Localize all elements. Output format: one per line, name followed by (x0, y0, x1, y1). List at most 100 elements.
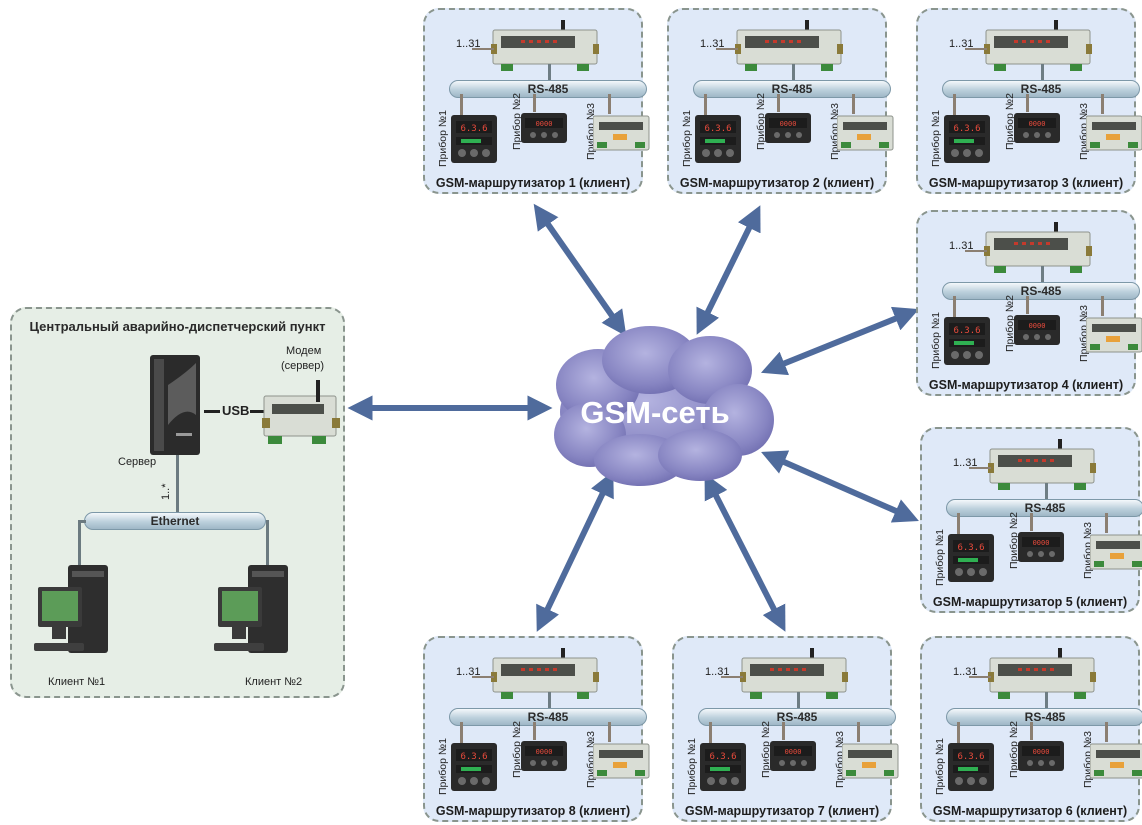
ethernet-bus: Ethernet (84, 512, 266, 530)
router-module-icon (491, 20, 601, 72)
arrow-router-8 (536, 471, 614, 632)
device-1-label: Прибор №1 (437, 110, 449, 167)
device-1-drop (460, 94, 463, 118)
svg-text:0000: 0000 (1033, 748, 1050, 756)
svg-text:6.3.6: 6.3.6 (957, 752, 984, 762)
router-bus-link (1041, 64, 1044, 84)
device-3-module-icon (836, 112, 895, 152)
device-2-drop (1030, 513, 1033, 531)
device-2-drop (782, 722, 785, 740)
svg-text:0000: 0000 (1029, 322, 1046, 330)
rs485-bus: RS-485 (449, 80, 647, 98)
device-3-drop (1105, 513, 1108, 533)
router-panel-6: 1..31 RS-485 Прибор №1 Прибор №2 Прибор … (920, 636, 1142, 822)
usb-cable-2 (250, 410, 264, 413)
rs485-bus: RS-485 (449, 708, 647, 726)
device-1-drop (460, 722, 463, 746)
device-1-meter-icon: 6.3.6 (944, 115, 992, 165)
router-module-icon (984, 20, 1094, 72)
device-1-drop (953, 94, 956, 118)
ethernet-drop-2 (266, 520, 269, 568)
router-panel-3: 1..31 RS-485 Прибор №1 Прибор №2 Прибор … (916, 8, 1142, 194)
device-2-drop (533, 722, 536, 740)
router-bus-link (1041, 266, 1044, 286)
router-count-label: 1..31 (700, 38, 725, 50)
device-3-drop (608, 722, 611, 742)
client-1-computer-icon (30, 565, 130, 665)
server-ethernet-link (176, 455, 179, 515)
device-3-module-icon (841, 740, 900, 780)
device-2-meter-icon: 0000 (1014, 113, 1062, 145)
device-1-label: Прибор №1 (437, 738, 449, 795)
svg-text:6.3.6: 6.3.6 (953, 326, 980, 336)
rs485-bus: RS-485 (698, 708, 896, 726)
link-count-label: 1..* (160, 483, 172, 500)
client-2-label: Клиент №2 (245, 676, 303, 688)
client-2-computer-icon (210, 565, 310, 665)
router-4-caption: GSM-маршрутизатор 4 (клиент) (928, 378, 1124, 392)
router-8-caption: GSM-маршрутизатор 8 (клиент) (435, 804, 631, 818)
device-1-label: Прибор №1 (934, 738, 946, 795)
router-count-label: 1..31 (949, 240, 974, 252)
router-7-caption: GSM-маршрутизатор 7 (клиент) (684, 804, 880, 818)
router-bus-link (1045, 483, 1048, 503)
device-1-label: Прибор №1 (686, 738, 698, 795)
device-2-meter-icon: 0000 (765, 113, 813, 145)
rs485-bus: RS-485 (946, 708, 1142, 726)
router-bus-link (797, 692, 800, 712)
svg-text:0000: 0000 (780, 120, 797, 128)
router-module-icon (988, 648, 1098, 700)
svg-text:0000: 0000 (1029, 120, 1046, 128)
server-label: Сервер (118, 456, 157, 468)
device-3-drop (852, 94, 855, 114)
device-1-label: Прибор №1 (930, 312, 942, 369)
device-3-module-icon (592, 740, 651, 780)
svg-text:0000: 0000 (536, 120, 553, 128)
rs485-bus: RS-485 (942, 282, 1140, 300)
device-2-drop (1030, 722, 1033, 740)
device-1-meter-icon: 6.3.6 (948, 743, 996, 793)
router-panel-5: 1..31 RS-485 Прибор №1 Прибор №2 Прибор … (920, 427, 1142, 613)
router-panel-4: 1..31 RS-485 Прибор №1 Прибор №2 Прибор … (916, 210, 1142, 396)
router-6-caption: GSM-маршрутизатор 6 (клиент) (932, 804, 1128, 818)
device-3-drop (1105, 722, 1108, 742)
device-1-meter-icon: 6.3.6 (451, 115, 499, 165)
router-bus-link (1045, 692, 1048, 712)
device-3-module-icon (1085, 314, 1142, 354)
device-1-drop (957, 513, 960, 537)
svg-text:6.3.6: 6.3.6 (957, 543, 984, 553)
device-1-meter-icon: 6.3.6 (948, 534, 996, 584)
svg-text:0000: 0000 (785, 748, 802, 756)
device-2-drop (1026, 94, 1029, 112)
device-2-drop (777, 94, 780, 112)
rs485-bus: RS-485 (946, 499, 1142, 517)
arrow-router-2 (696, 205, 761, 335)
router-link (965, 250, 987, 252)
device-3-drop (1101, 94, 1104, 114)
device-2-meter-icon: 0000 (1018, 741, 1066, 773)
router-link (716, 48, 738, 50)
arrow-router-5 (761, 450, 919, 523)
router-count-label: 1..31 (949, 38, 974, 50)
router-1-caption: GSM-маршрутизатор 1 (клиент) (435, 176, 631, 190)
router-panel-2: 1..31 RS-485 Прибор №1 Прибор №2 Прибор … (667, 8, 894, 194)
ethernet-drop-1 (78, 520, 81, 568)
svg-text:6.3.6: 6.3.6 (953, 124, 980, 134)
router-module-icon (984, 222, 1094, 274)
central-dispatch-title: Центральный аварийно-диспетчерский пункт (29, 319, 326, 334)
router-bus-link (548, 64, 551, 84)
router-link (721, 676, 743, 678)
router-count-label: 1..31 (456, 38, 481, 50)
router-panel-7: 1..31 RS-485 Прибор №1 Прибор №2 Прибор … (672, 636, 899, 822)
router-bus-link (792, 64, 795, 84)
router-3-caption: GSM-маршрутизатор 3 (клиент) (928, 176, 1124, 190)
rs485-bus: RS-485 (693, 80, 891, 98)
device-2-meter-icon: 0000 (521, 113, 569, 145)
modem-label-line2: (сервер) (281, 360, 325, 372)
server-modem-icon (262, 378, 340, 448)
device-1-meter-icon: 6.3.6 (695, 115, 743, 165)
router-2-caption: GSM-маршрутизатор 2 (клиент) (679, 176, 875, 190)
router-link (969, 676, 991, 678)
device-2-meter-icon: 0000 (1014, 315, 1062, 347)
